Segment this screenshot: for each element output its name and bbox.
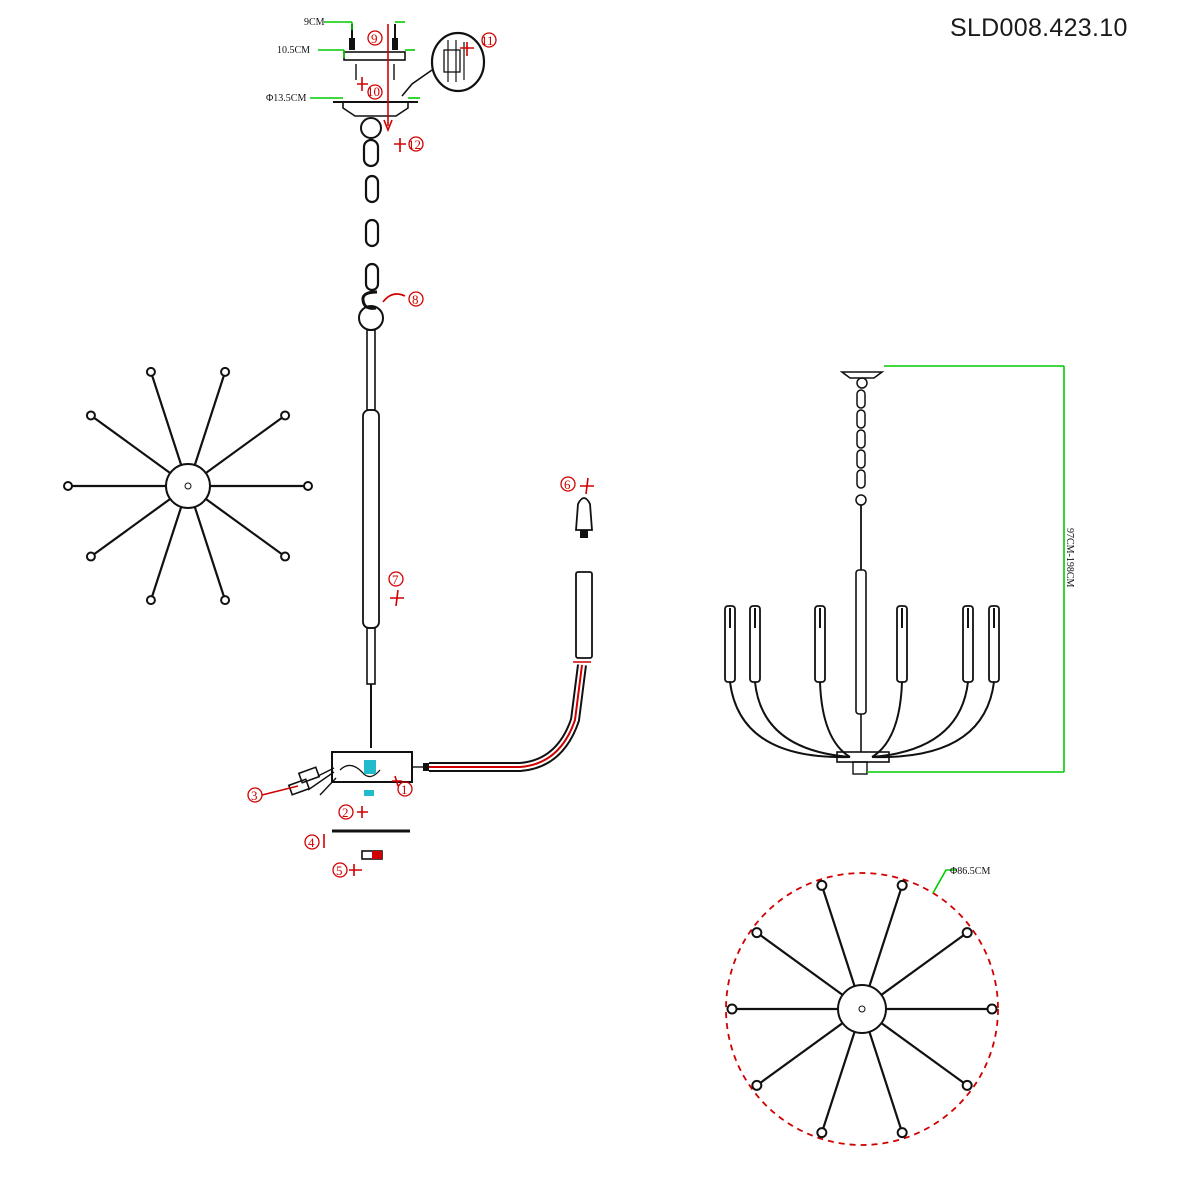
candle-sleeve — [724, 605, 736, 683]
plan-view: Φ86.5CM — [725, 866, 999, 1146]
svg-text:8: 8 — [412, 292, 419, 307]
svg-text:4: 4 — [308, 835, 315, 850]
candle-sleeve — [962, 605, 974, 683]
diameter-circle — [725, 872, 999, 1146]
elevation-arm — [754, 681, 851, 758]
svg-text:10: 10 — [367, 84, 380, 99]
candle-sleeve — [988, 605, 1000, 683]
body-hub — [331, 751, 425, 796]
elevation-arm — [871, 681, 969, 758]
bottom-finial — [361, 850, 383, 860]
svg-text:6: 6 — [564, 477, 571, 492]
top-view-arms — [63, 366, 313, 606]
callout-12: 12 — [394, 136, 424, 152]
elevation-arm — [729, 681, 851, 759]
plate-width-label: 10.5CM — [277, 45, 310, 56]
callout-1: 1 — [392, 775, 413, 797]
model-number: SLD008.423.10 — [950, 14, 1128, 42]
height-range-label: 97CM-198CM — [1064, 528, 1075, 588]
callout-9: 9 — [367, 24, 393, 133]
arm-tip — [896, 879, 908, 891]
callout-6: 6 — [560, 476, 594, 495]
arm-tip — [220, 366, 231, 377]
arm-tip — [816, 1127, 828, 1139]
svg-text:3: 3 — [251, 788, 258, 803]
arm-tip — [896, 1127, 908, 1139]
elevation-arm — [871, 681, 995, 759]
arm-tip — [751, 927, 763, 939]
callout-2: 2 — [338, 804, 368, 820]
chain — [358, 117, 384, 331]
mounting-plate — [343, 51, 406, 80]
connector-magnifier — [401, 31, 486, 97]
plan-view-arms — [726, 879, 998, 1139]
svg-text:11: 11 — [481, 33, 494, 48]
callout-4: 4 — [304, 834, 325, 850]
callout-11: 11 — [460, 32, 497, 56]
center-dot — [184, 482, 192, 490]
canopy-dimensions: 9CM 10.5CM Φ13.5CM — [266, 17, 420, 104]
arm-tip — [961, 1079, 973, 1091]
callout-7: 7 — [388, 571, 404, 607]
wire-connectors — [287, 766, 337, 796]
callout-10: 10 — [357, 77, 383, 100]
callout-3: 3 — [247, 785, 299, 803]
arm-tip — [961, 927, 973, 939]
elevation-arm — [871, 681, 903, 758]
center-dot — [858, 1005, 866, 1013]
arm-tip — [726, 1003, 738, 1015]
arm-tip — [751, 1079, 763, 1091]
exploded-assembly — [287, 24, 593, 860]
arm-tip — [63, 481, 73, 491]
stem-rod — [362, 329, 380, 748]
candle-sleeve — [896, 605, 908, 683]
arm-tip — [220, 595, 231, 606]
svg-text:5: 5 — [336, 863, 343, 878]
screw-spacing-label: 9CM — [304, 17, 325, 28]
arm-tip — [145, 595, 156, 606]
side-elevation: 97CM-198CM — [724, 365, 1075, 775]
overall-diameter-label: Φ86.5CM — [950, 866, 990, 877]
canopy-diameter-label: Φ13.5CM — [266, 93, 306, 104]
callout-8: 8 — [382, 291, 424, 307]
light-arm — [423, 571, 593, 772]
candle-sleeve — [814, 605, 826, 683]
light-bulb — [575, 497, 593, 538]
arm-tip — [145, 366, 156, 377]
svg-text:1: 1 — [401, 782, 408, 797]
elevation-chain — [855, 389, 867, 506]
arm-tip — [280, 551, 291, 562]
elevation-arm — [819, 681, 851, 758]
svg-text:7: 7 — [392, 572, 399, 587]
callouts: 1 2 3 4 5 6 7 — [247, 24, 594, 878]
arm-tip — [816, 879, 828, 891]
svg-text:12: 12 — [408, 137, 421, 152]
svg-text:9: 9 — [371, 31, 378, 46]
candle-sleeve — [749, 605, 761, 683]
elevation-arms — [724, 605, 1000, 759]
arm-tip — [85, 410, 96, 421]
svg-text:2: 2 — [342, 805, 349, 820]
arm-tip — [85, 551, 96, 562]
arm-tip — [986, 1003, 998, 1015]
callout-5: 5 — [332, 862, 362, 878]
arm-tip — [280, 410, 291, 421]
canopy — [333, 101, 418, 117]
arm-tip — [303, 481, 313, 491]
